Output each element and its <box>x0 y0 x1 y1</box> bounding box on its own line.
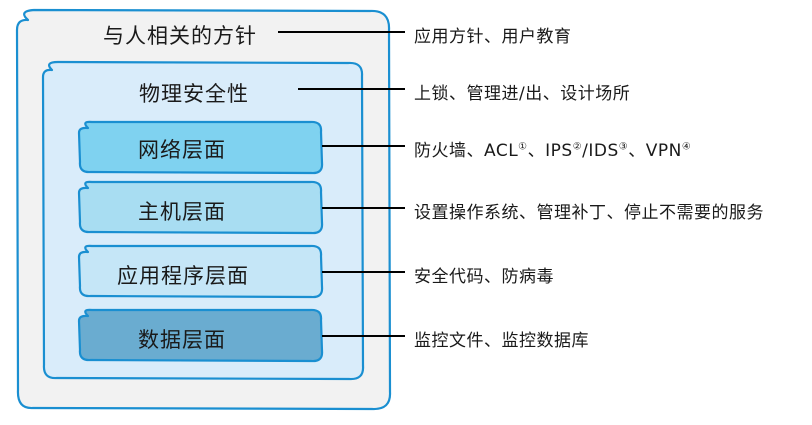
box-host <box>77 180 324 235</box>
note-network-part-1: 防火墙、ACL <box>414 141 519 161</box>
note-people: 应用方针、用户教育 <box>414 27 572 47</box>
note-network-part-2: 、IPS <box>527 141 573 161</box>
note-data: 监控文件、监控数据库 <box>414 331 589 351</box>
layer-label-network: 网络层面 <box>138 138 226 162</box>
box-data <box>77 308 324 363</box>
box-application <box>77 244 324 299</box>
note-network-sup-1: ① <box>518 141 528 153</box>
note-network-part-4: 、VPN <box>628 141 682 161</box>
note-network-part-3: /IDS <box>582 141 619 161</box>
note-network-sup-4: ④ <box>681 141 692 153</box>
layer-label-application: 应用程序层面 <box>117 264 249 288</box>
note-application: 安全代码、防病毒 <box>414 267 554 287</box>
box-network <box>77 120 324 175</box>
note-network-sup-2: ② <box>572 141 583 153</box>
note-physical: 上锁、管理进/出、设计场所 <box>414 84 631 104</box>
note-network: 防火墙、ACL①、IPS②/IDS③、VPN④ <box>414 136 691 161</box>
layer-label-host: 主机层面 <box>138 200 226 224</box>
layer-label-physical: 物理安全性 <box>139 82 249 106</box>
note-network-sup-3: ③ <box>618 141 629 153</box>
note-host: 设置操作系统、管理补丁、停止不需要的服务 <box>414 203 764 223</box>
layer-label-people: 与人相关的方针 <box>103 24 257 48</box>
layer-label-data: 数据层面 <box>138 328 226 352</box>
